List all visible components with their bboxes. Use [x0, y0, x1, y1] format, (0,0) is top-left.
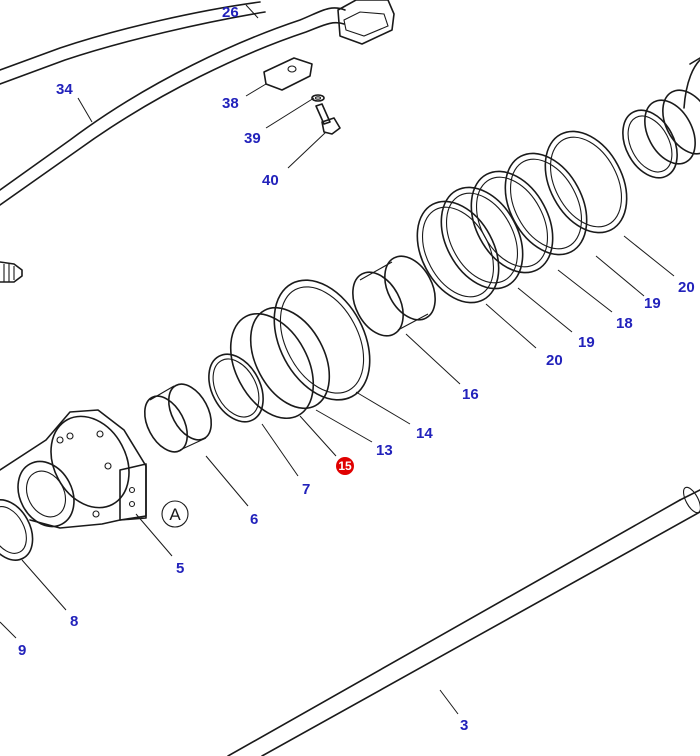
washer-39[interactable] — [311, 94, 325, 102]
bolt-40[interactable] — [315, 103, 341, 135]
label-26[interactable]: 26 — [222, 4, 239, 21]
label-5[interactable]: 5 — [176, 560, 184, 577]
piston-rings-right[interactable] — [612, 57, 700, 187]
seal-8[interactable] — [0, 491, 42, 568]
ring-18[interactable] — [455, 157, 569, 286]
label-9[interactable]: 9 — [18, 642, 26, 659]
cylinder-head-5[interactable] — [0, 403, 147, 537]
pipe-34[interactable] — [0, 1, 346, 206]
callout-a-text: A — [169, 505, 181, 524]
label-18[interactable]: 18 — [616, 315, 633, 332]
ring-20-upper[interactable] — [529, 117, 643, 246]
label-19-upper[interactable]: 19 — [644, 295, 661, 312]
label-20-upper[interactable]: 20 — [678, 279, 695, 296]
label-39[interactable]: 39 — [244, 130, 261, 147]
label-7[interactable]: 7 — [302, 481, 310, 498]
ring-13[interactable] — [214, 294, 345, 432]
label-13[interactable]: 13 — [376, 442, 393, 459]
label-3[interactable]: 3 — [460, 717, 468, 734]
detail-callout-a[interactable]: A — [161, 500, 189, 528]
label-8[interactable]: 8 — [70, 613, 78, 630]
leader-lines — [0, 4, 675, 715]
sleeve-16[interactable] — [343, 248, 446, 345]
label-19-lower[interactable]: 19 — [578, 334, 595, 351]
highlight-15-marker[interactable] — [336, 457, 354, 475]
label-16[interactable]: 16 — [462, 386, 479, 403]
label-38[interactable]: 38 — [222, 95, 239, 112]
part-labels: 26 34 38 39 40 20 19 18 20 19 16 14 13 1… — [18, 4, 695, 734]
seal-14[interactable] — [255, 264, 389, 416]
ring-7[interactable] — [198, 345, 274, 431]
label-6[interactable]: 6 — [250, 511, 258, 528]
flange-26[interactable] — [337, 0, 395, 45]
bushing-6[interactable] — [136, 377, 220, 459]
label-14[interactable]: 14 — [416, 425, 433, 442]
piston-rod-3[interactable] — [227, 485, 700, 756]
label-40[interactable]: 40 — [262, 172, 279, 189]
label-34[interactable]: 34 — [56, 81, 73, 98]
label-15[interactable]: 15 — [338, 459, 352, 473]
label-20-lower[interactable]: 20 — [546, 352, 563, 369]
ring-19-upper[interactable] — [489, 139, 603, 268]
bolt-left[interactable] — [0, 261, 23, 283]
clamp-38[interactable] — [263, 57, 313, 91]
